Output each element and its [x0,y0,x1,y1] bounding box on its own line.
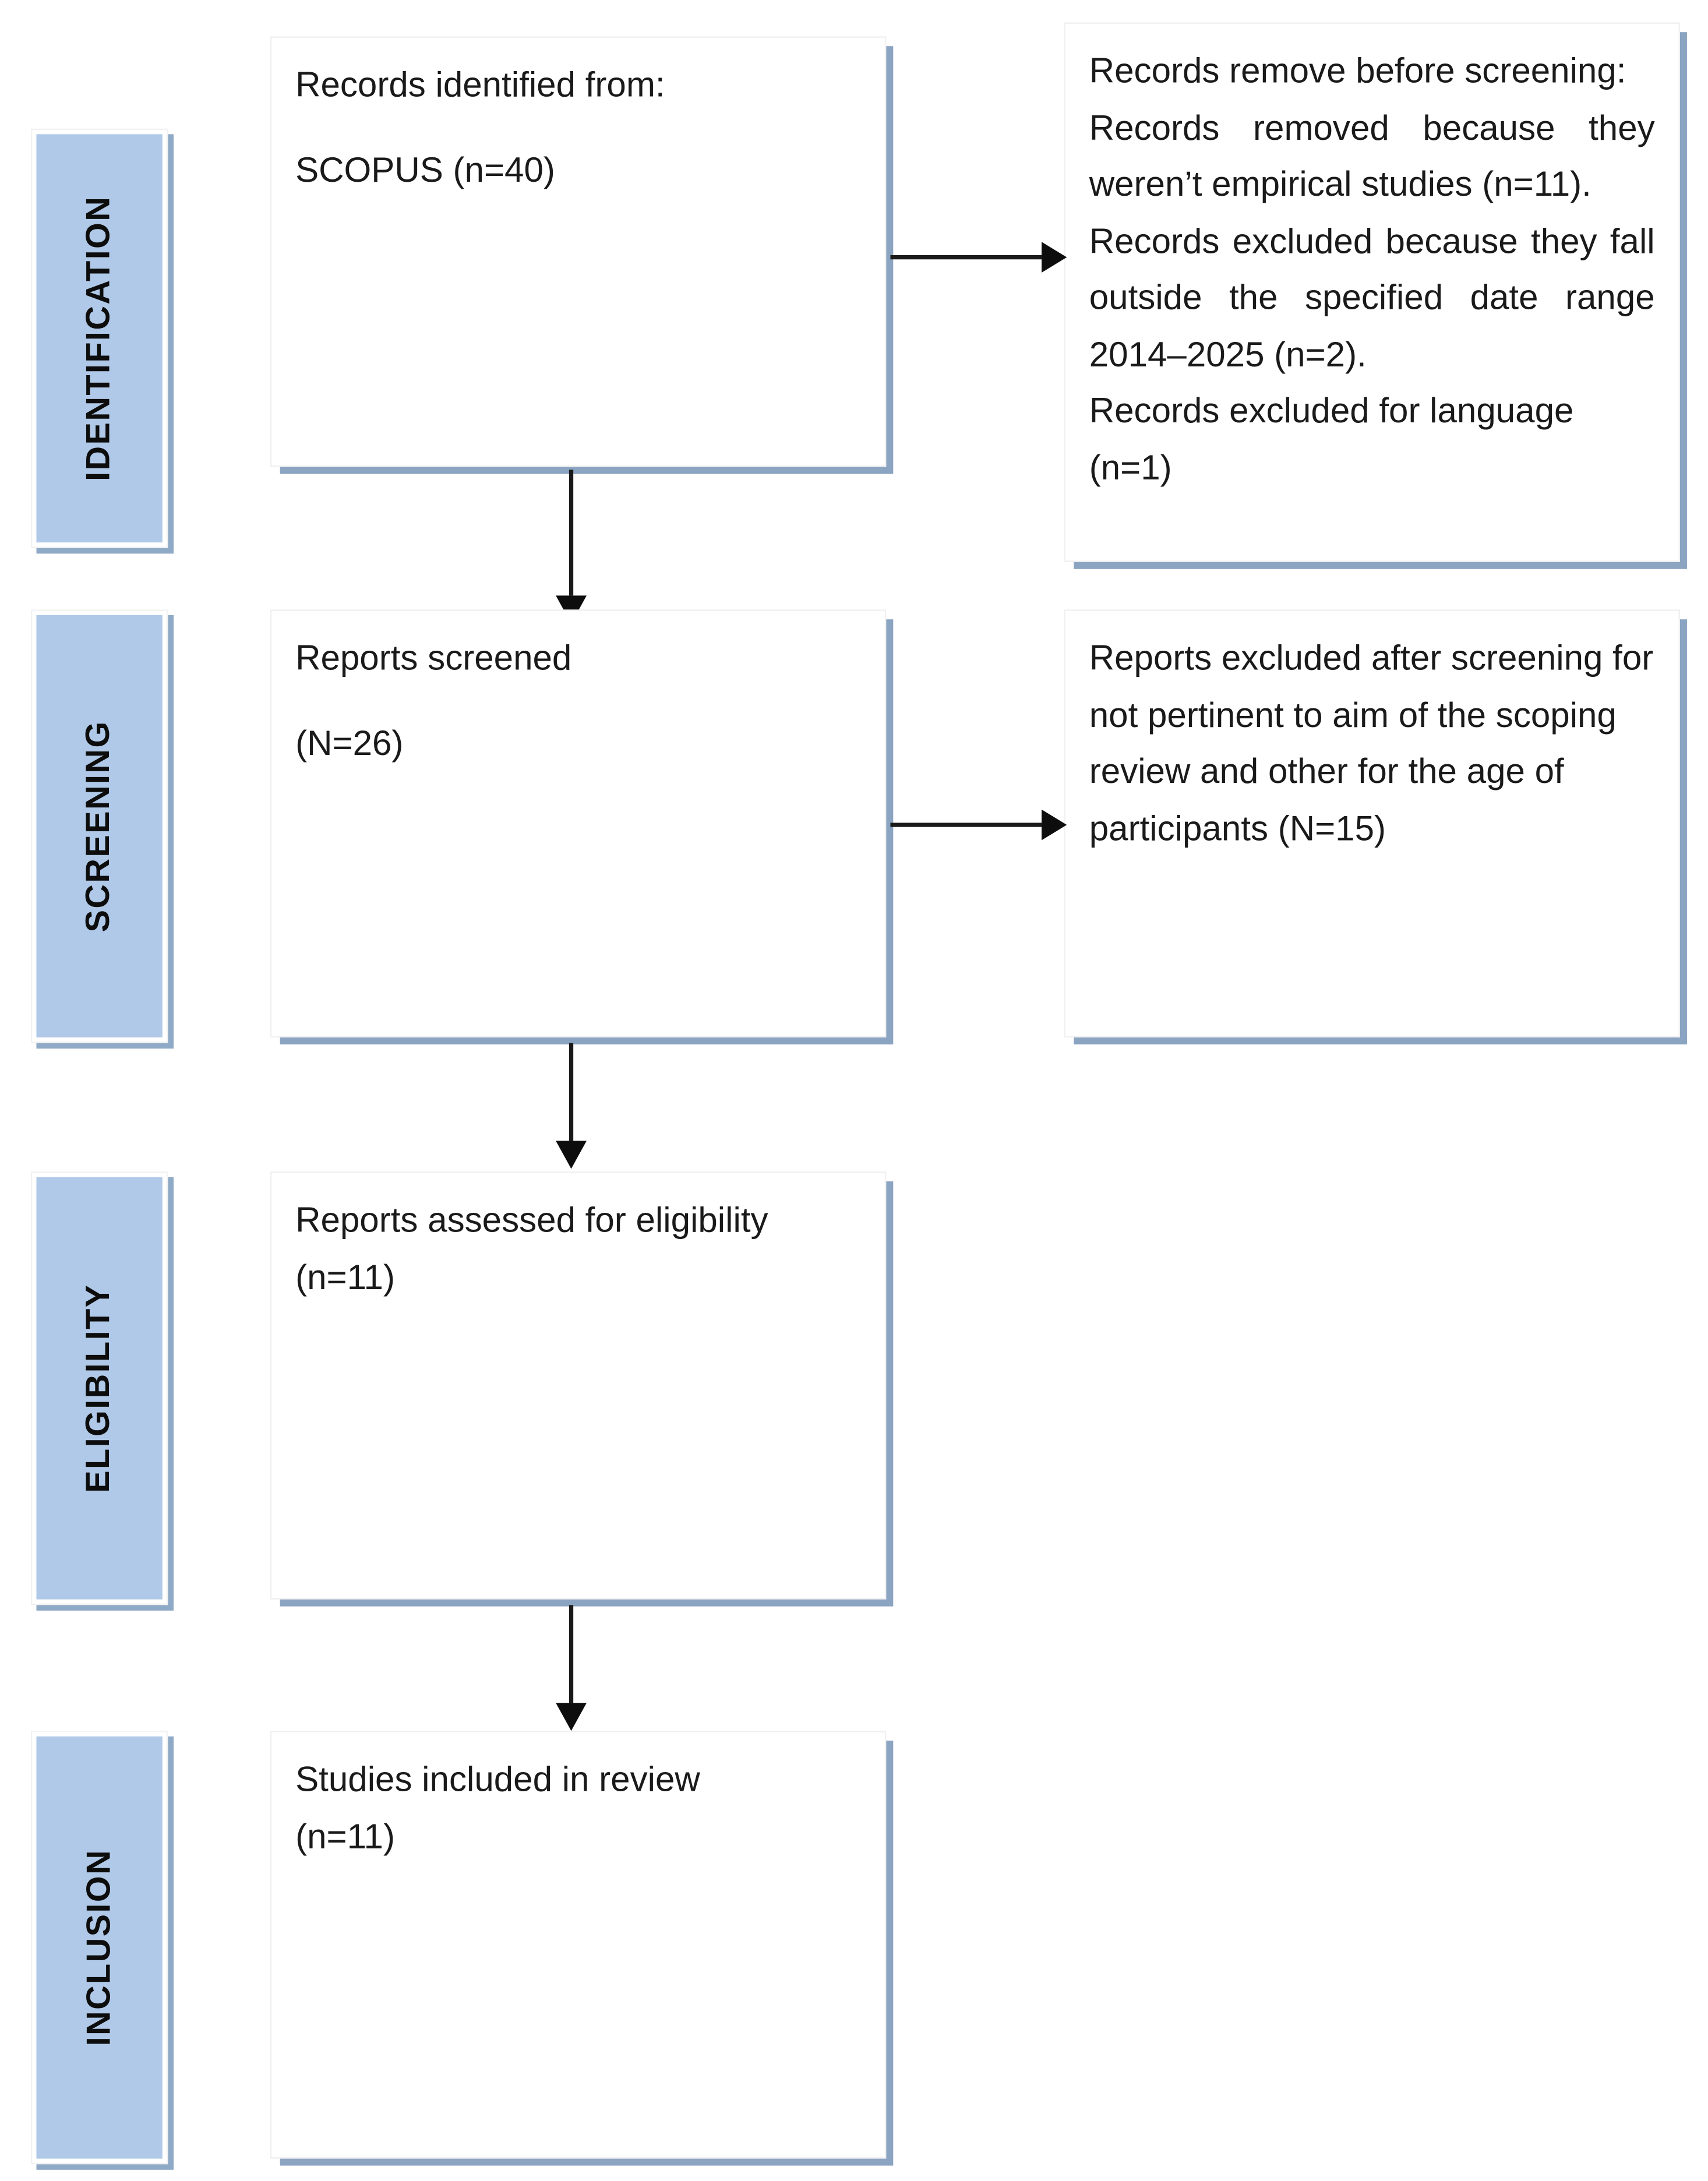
reports-assessed-text: Reports assessed for eligibility (n=11) [295,1192,861,1305]
records-removed-text: Records remove before screening: Records… [1089,43,1655,496]
arrow-identified-to-removed [890,241,1067,274]
reports-screened-text: Reports screened (N=26) [295,630,861,771]
stage-label-identification: IDENTIFICATION [30,128,168,548]
stage-label-screening: SCREENING [30,609,168,1043]
stage-fill-screening: SCREENING [36,615,163,1037]
box-records-removed: Records remove before screening: Records… [1064,22,1680,562]
stage-label-text-identification: IDENTIFICATION [79,195,118,481]
stage-fill-identification: IDENTIFICATION [36,134,163,543]
studies-included-line2: (n=11) [295,1816,395,1857]
arrow-assessed-to-included [555,1605,588,1731]
box-studies-included: Studies included in review (n=11) [270,1731,887,2159]
stage-label-eligibility: ELIGIBILITY [30,1171,168,1605]
reports-excluded-line1: Reports excluded after screening for not… [1089,638,1654,848]
records-removed-line2: Records removed because they weren’t emp… [1089,108,1655,204]
box-records-identified: Records identified from: SCOPUS (n=40) [270,36,887,467]
arrow-identified-to-screened [555,470,588,624]
studies-included-text: Studies included in review (n=11) [295,1752,861,1865]
stage-label-text-eligibility: ELIGIBILITY [80,1283,118,1493]
stage-label-text-screening: SCREENING [79,720,118,933]
records-identified-line2: SCOPUS (n=40) [295,150,555,190]
records-removed-line3: Records excluded because they fall outsi… [1089,221,1655,374]
stage-fill-eligibility: ELIGIBILITY [36,1177,163,1600]
reports-excluded-text: Reports excluded after screening for not… [1089,630,1655,857]
stage-label-inclusion: INCLUSION [30,1731,168,2165]
box-reports-screened: Reports screened (N=26) [270,609,887,1037]
records-removed-line1: Records remove before screening: [1089,51,1626,91]
reports-screened-line1: Reports screened [295,638,572,678]
arrow-screened-to-assessed [555,1043,588,1169]
stage-label-text-inclusion: INCLUSION [79,1849,118,2046]
box-reports-assessed: Reports assessed for eligibility (n=11) [270,1171,887,1600]
studies-included-line1: Studies included in review [295,1760,700,1799]
reports-assessed-line1: Reports assessed for eligibility (n=11) [295,1201,768,1297]
reports-screened-line2: (N=26) [295,724,404,763]
records-identified-text: Records identified from: SCOPUS (n=40) [295,57,861,198]
records-identified-line1: Records identified from: [295,65,665,105]
records-removed-line4: Records excluded for language (n=1) [1089,391,1574,488]
stage-fill-inclusion: INCLUSION [36,1736,163,2159]
arrow-screened-to-excluded [890,808,1067,842]
box-reports-excluded: Reports excluded after screening for not… [1064,609,1680,1037]
